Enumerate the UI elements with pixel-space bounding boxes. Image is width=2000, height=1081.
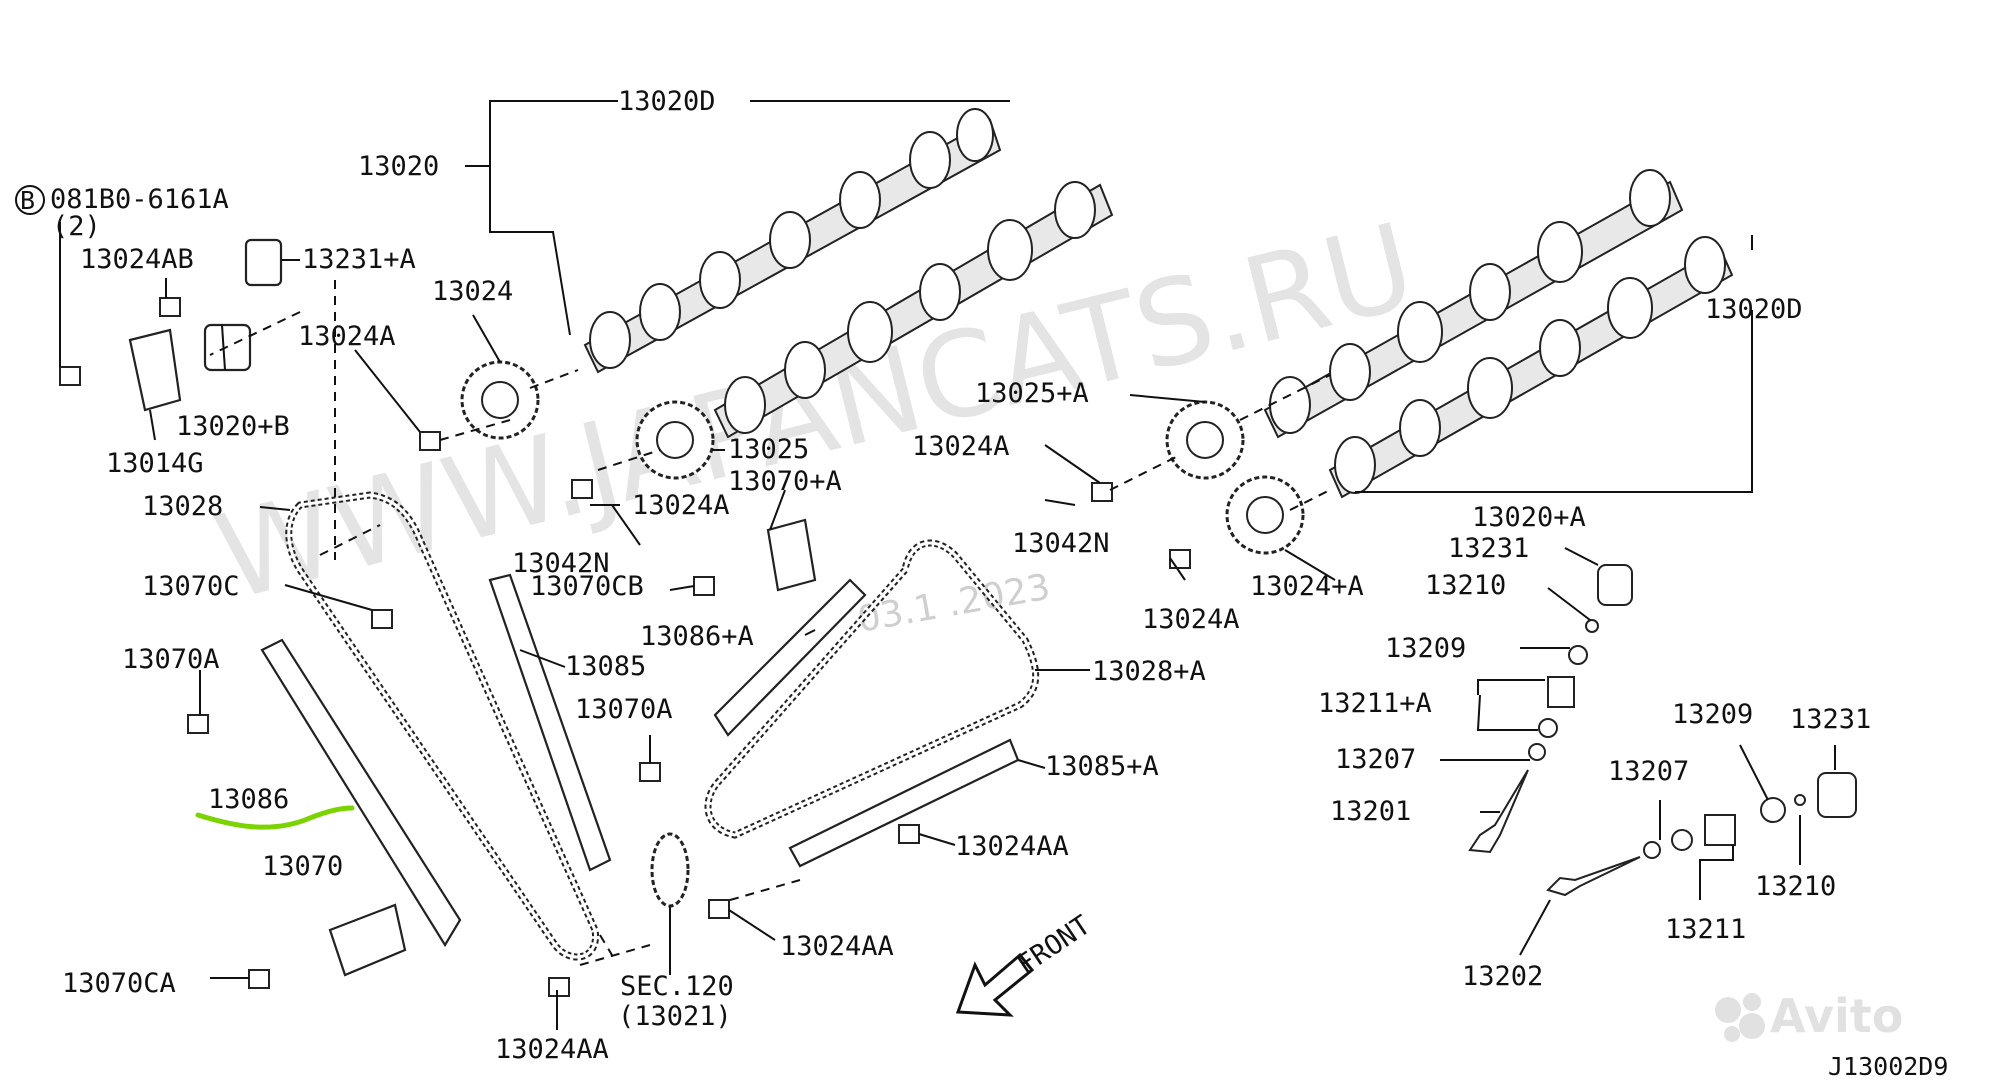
leader-lines xyxy=(59,100,1836,1030)
label-13070a-mid: 13070A xyxy=(575,694,673,725)
front-arrow xyxy=(955,952,1035,1017)
chain-guide-13085 xyxy=(488,573,612,872)
label-13024a-mid: 13024A xyxy=(632,490,730,521)
camshaft-lower-right xyxy=(1328,236,1734,499)
label-13211-a: 13211+A xyxy=(1318,688,1432,719)
label-13070cb: 13070CB xyxy=(530,571,644,602)
label-13070: 13070 xyxy=(262,851,343,882)
label-13231-right: 13231 xyxy=(1790,704,1871,735)
label-13020d-right: 13020D xyxy=(1705,294,1803,325)
label-13210-bottom: 13210 xyxy=(1755,871,1836,902)
avito-logo-text: Avito xyxy=(1770,989,1903,1043)
label-13210-top: 13210 xyxy=(1425,570,1506,601)
bolt-symbol-b xyxy=(15,185,45,215)
label-13211: 13211 xyxy=(1665,914,1746,945)
label-13024ab: 13024AB xyxy=(80,244,194,275)
camshaft-upper-right xyxy=(1263,169,1684,439)
label-13028: 13028 xyxy=(142,491,223,522)
front-label: FRONT xyxy=(1012,910,1097,981)
label-13086: 13086 xyxy=(208,784,289,815)
camshaft-lower-left xyxy=(713,181,1114,439)
label-13024aa-right: 13024AA xyxy=(780,931,894,962)
label-13231: 13231 xyxy=(1448,533,1529,564)
label-13070-a-top: 13070+A xyxy=(728,466,842,497)
label-13207-right: 13207 xyxy=(1608,756,1689,787)
label-13028-a: 13028+A xyxy=(1092,656,1206,687)
label-13024a-left: 13024A xyxy=(298,321,396,352)
label-13085: 13085 xyxy=(565,651,646,682)
label-13207-left: 13207 xyxy=(1335,744,1416,775)
dashed-assembly-lines xyxy=(209,280,1331,966)
label-13020-a: 13020+A xyxy=(1472,502,1586,533)
cap-13231-a xyxy=(244,238,283,287)
sprocket-13025-a xyxy=(1165,400,1245,480)
label-13202: 13202 xyxy=(1462,961,1543,992)
label-13020-b: 13020+B xyxy=(176,411,290,442)
label-13025: 13025 xyxy=(728,434,809,465)
timing-chain-13028-a xyxy=(704,539,1040,839)
label-13070a-left: 13070A xyxy=(122,644,220,675)
label-sec120: SEC.120 xyxy=(620,971,734,1002)
label-13042n-right: 13042N xyxy=(1012,528,1110,559)
sprocket-13025 xyxy=(635,400,715,480)
label-13070ca: 13070CA xyxy=(62,968,176,999)
label-13024a-low: 13024A xyxy=(1142,604,1240,635)
label-13042n-left: 13042N xyxy=(512,548,610,579)
avito-logo: Avito xyxy=(1715,989,1903,1043)
part-labels: 13020D 13020 081B0-6161A (2) 13024AB 132… xyxy=(50,86,1871,1065)
label-081b0-qty: (2) xyxy=(52,211,101,242)
chain-guide-13086-a xyxy=(713,578,867,737)
label-13024a-right: 13024A xyxy=(912,431,1010,462)
label-13201: 13201 xyxy=(1330,796,1411,827)
label-13209-top: 13209 xyxy=(1385,633,1466,664)
label-13070c: 13070C xyxy=(142,571,240,602)
bolt-symbol-letter: B xyxy=(20,186,35,215)
watermark-date: 03.1 .2023 xyxy=(854,567,1053,641)
label-13024-plus-a: 13024+A xyxy=(1250,571,1364,602)
label-13085-a: 13085+A xyxy=(1045,751,1159,782)
timing-chain-13028 xyxy=(285,491,599,961)
label-13024aa-mid: 13024AA xyxy=(955,831,1069,862)
sprocket-13024-a xyxy=(1225,475,1305,555)
label-13086-a: 13086+A xyxy=(640,621,754,652)
label-13020d-top: 13020D xyxy=(618,86,716,117)
crank-sprocket xyxy=(650,832,690,908)
label-13025-a: 13025+A xyxy=(975,378,1089,409)
diagram-code: J13002D9 xyxy=(1828,1052,1948,1081)
label-13209-right: 13209 xyxy=(1672,699,1753,730)
label-13024aa-bottom: 13024AA xyxy=(495,1034,609,1065)
tensioner-13070 xyxy=(328,903,407,977)
bolts xyxy=(59,297,1191,997)
valve-train xyxy=(1468,564,1857,897)
label-13020: 13020 xyxy=(358,151,439,182)
camshaft-upper-left xyxy=(583,108,1002,374)
label-13024: 13024 xyxy=(432,276,513,307)
tensioner-13070-a xyxy=(766,518,817,592)
cam-sensor-13014g xyxy=(128,328,182,412)
label-081b0: 081B0-6161A xyxy=(50,184,229,215)
chain-guide-13086 xyxy=(260,638,462,948)
label-13231-a: 13231+A xyxy=(302,244,416,275)
sprocket-13024 xyxy=(460,360,540,440)
label-13021: (13021) xyxy=(618,1001,732,1032)
label-13014g: 13014G xyxy=(106,448,204,479)
highlight-underline xyxy=(195,805,355,830)
